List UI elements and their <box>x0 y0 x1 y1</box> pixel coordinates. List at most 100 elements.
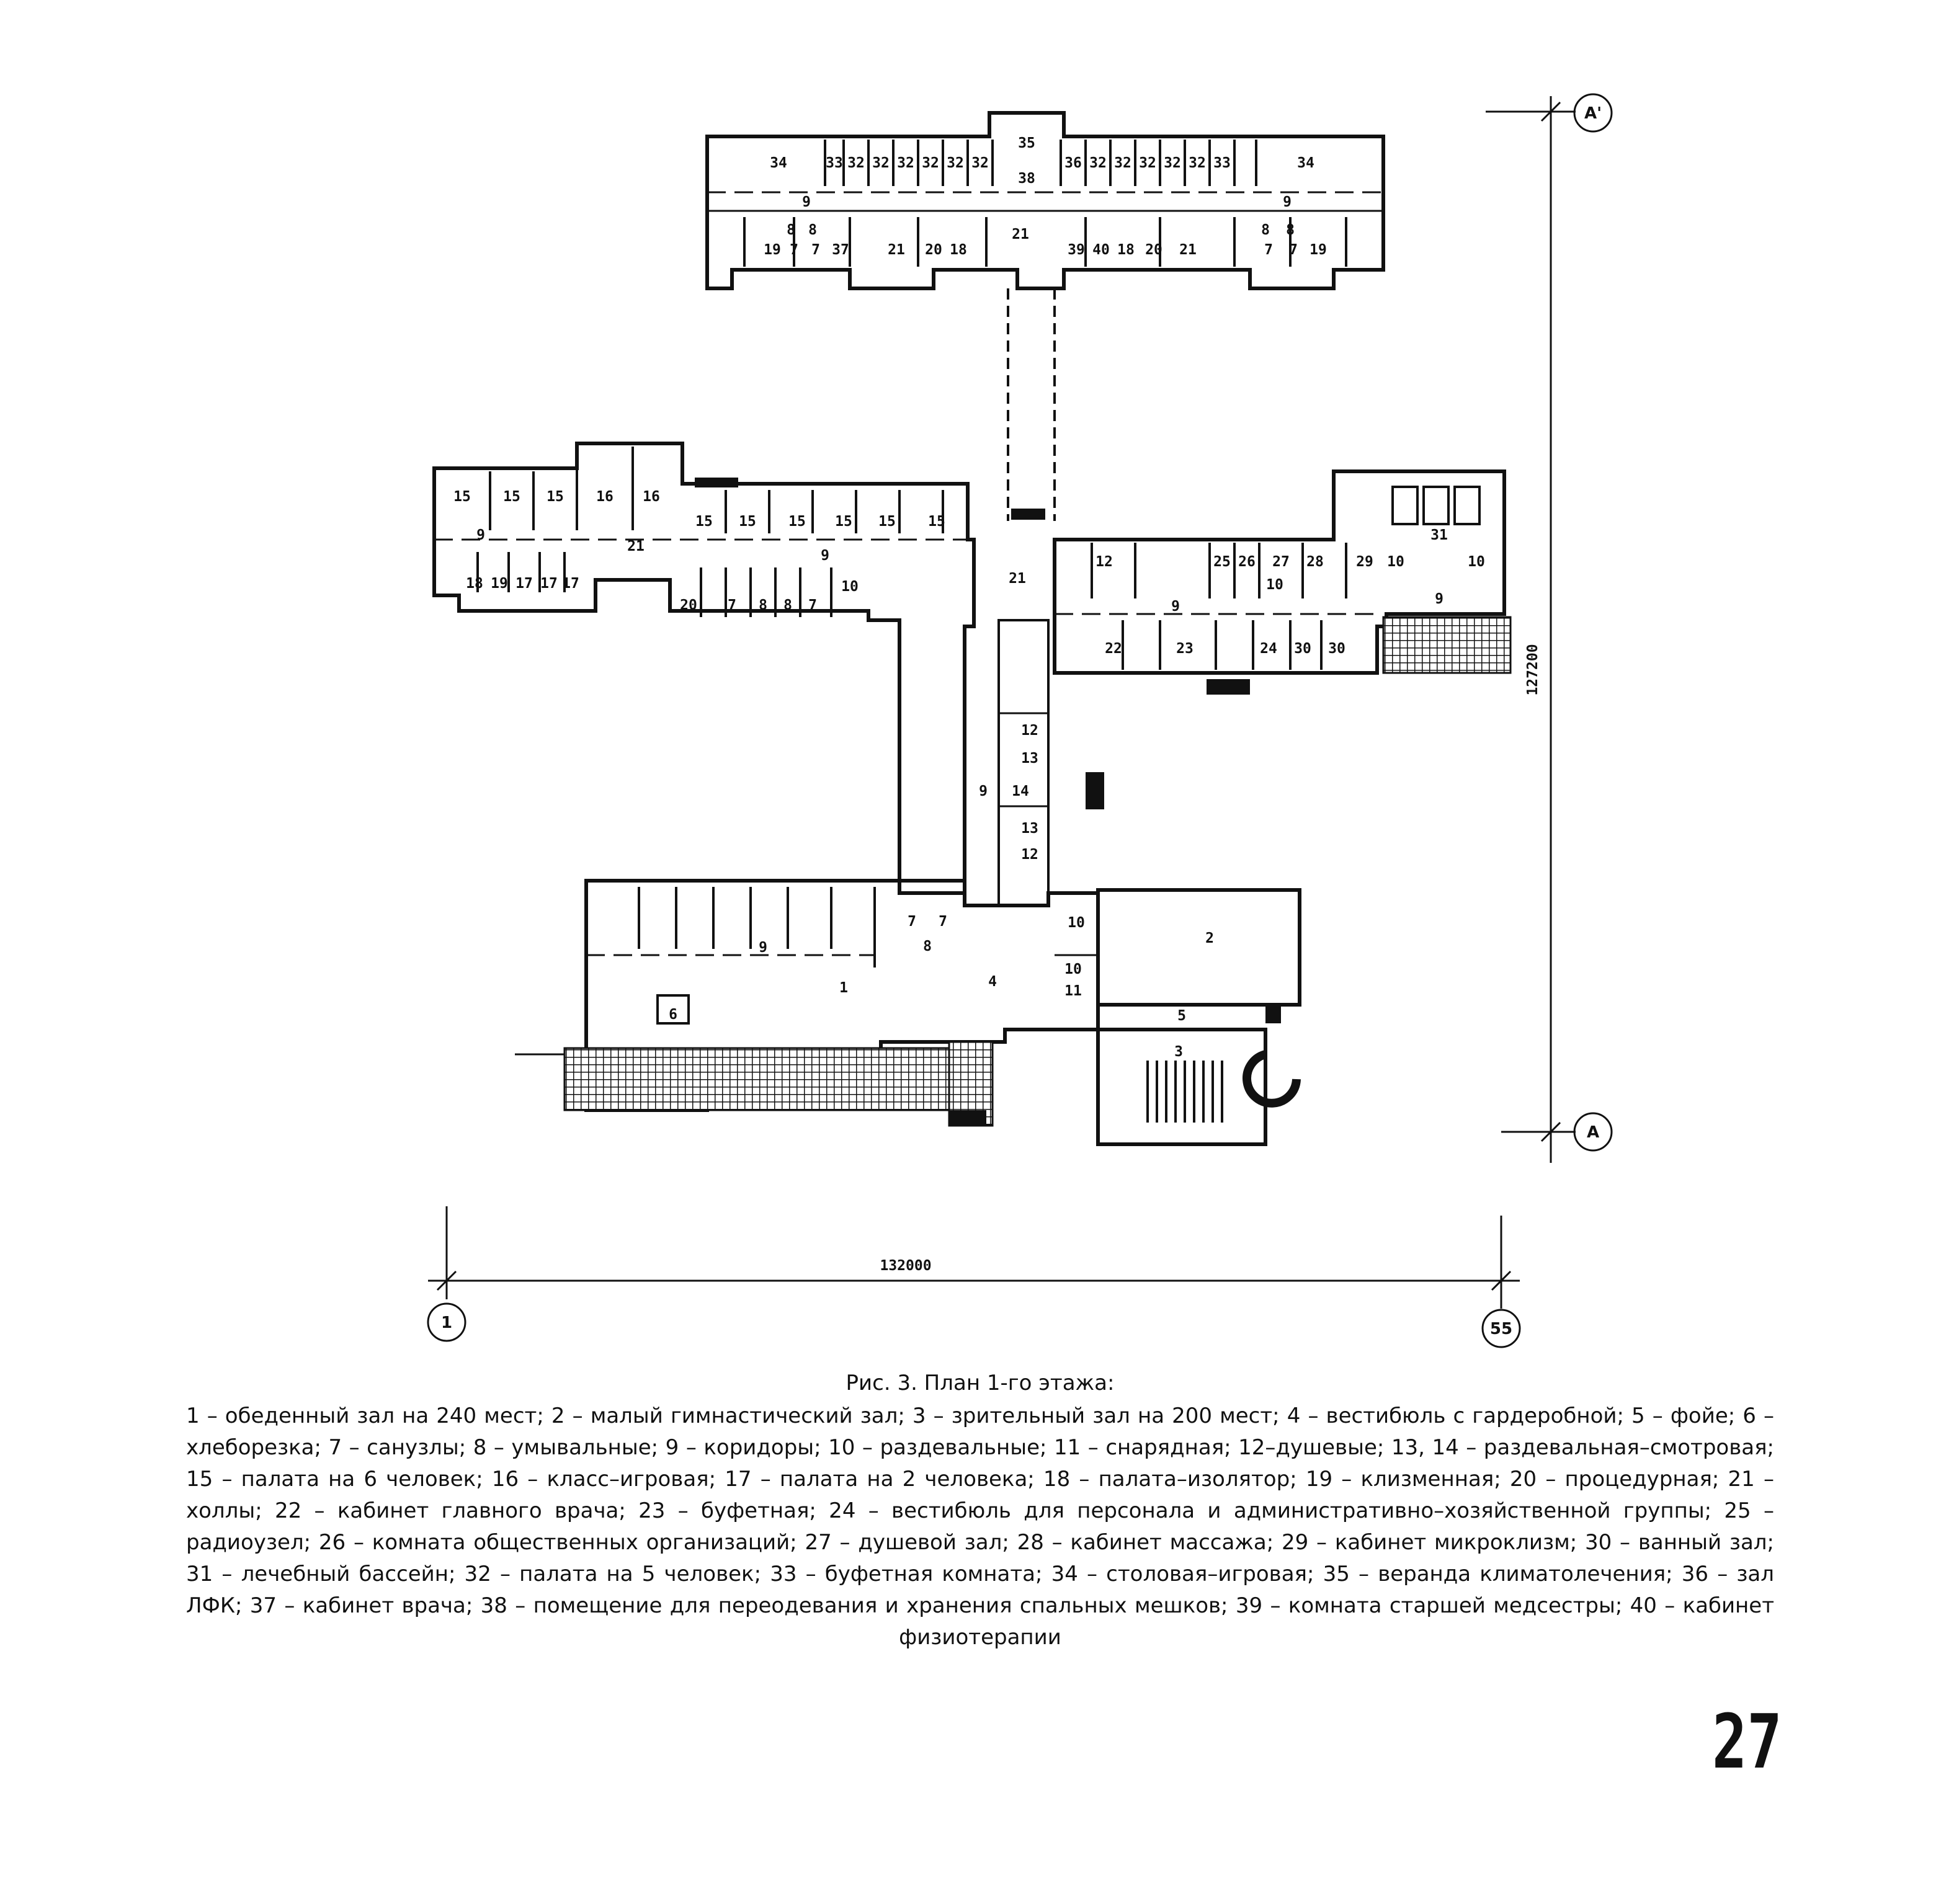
room-label: 19 <box>1310 242 1327 258</box>
room-label: 8 <box>783 597 792 613</box>
room-label: 8 <box>1286 222 1295 238</box>
room-label: 15 <box>788 514 806 530</box>
caption-legend: 1 – обеденный зал на 240 мест; 2 – малый… <box>186 1404 1774 1650</box>
figure-caption: Рис. 3. План 1-го этажа: 1 – обеденный з… <box>186 1368 1774 1653</box>
room-label: 32 <box>947 155 964 171</box>
room-label: 38 <box>1018 171 1035 187</box>
vertical-dimension-value: 127200 <box>1525 644 1541 695</box>
room-label: 40 <box>1092 242 1110 258</box>
room-label: 9 <box>476 527 485 543</box>
room-label: 21 <box>1009 571 1026 587</box>
room-label: 9 <box>821 548 829 564</box>
room-label: 7 <box>939 914 947 930</box>
room-label: 21 <box>1012 226 1029 242</box>
room-label: 17 <box>515 576 533 592</box>
room-label: 21 <box>888 242 905 258</box>
room-label: 9 <box>759 940 767 956</box>
room-label: 19 <box>491 576 508 592</box>
room-label: 9 <box>802 194 811 210</box>
axis-marker-right: 55 <box>1490 1320 1512 1338</box>
room-label: 13 <box>1021 750 1038 767</box>
room-label: 7 <box>728 597 736 613</box>
room-label: 26 <box>1238 554 1256 570</box>
room-label: 27 <box>1272 554 1290 570</box>
room-label: 2 <box>1205 930 1214 946</box>
room-label: 16 <box>643 489 660 505</box>
room-label: 29 <box>1356 554 1373 570</box>
room-label: 22 <box>1105 641 1122 657</box>
room-label: 24 <box>1260 641 1277 657</box>
room-label: 10 <box>1064 961 1082 977</box>
room-label: 20 <box>1145 242 1162 258</box>
room-label: 25 <box>1213 554 1231 570</box>
room-label: 15 <box>835 514 852 530</box>
room-label: 9 <box>1171 598 1180 615</box>
terraces <box>563 478 1512 1127</box>
room-label: 6 <box>669 1007 677 1023</box>
south-block-labels: 9 1 6 7 7 8 4 10 10 11 2 5 3 <box>669 914 1214 1060</box>
room-label: 9 <box>1283 194 1292 210</box>
caption-title: Рис. 3. План 1-го этажа: <box>846 1371 1115 1395</box>
room-label: 32 <box>971 155 989 171</box>
room-label: 31 <box>1430 527 1448 543</box>
room-label: 15 <box>739 514 756 530</box>
room-label: 11 <box>1064 983 1082 999</box>
room-label: 7 <box>1264 242 1273 258</box>
room-label: 7 <box>790 242 798 258</box>
horizontal-dimension-value: 132000 <box>880 1258 931 1274</box>
room-label: 10 <box>1387 554 1404 570</box>
room-label: 30 <box>1294 641 1311 657</box>
room-label: 21 <box>627 538 645 554</box>
room-label: 15 <box>695 514 713 530</box>
room-label: 10 <box>1068 915 1085 931</box>
room-label: 3 <box>1174 1044 1183 1060</box>
room-label: 10 <box>1468 554 1485 570</box>
room-label: 39 <box>1068 242 1085 258</box>
room-label: 12 <box>1095 554 1113 570</box>
room-label: 18 <box>466 576 483 592</box>
room-label: 8 <box>1261 222 1270 238</box>
room-label: 33 <box>1213 155 1231 171</box>
room-label: 10 <box>841 579 859 595</box>
room-label: 20 <box>680 597 697 613</box>
axis-marker-top: A' <box>1584 104 1602 123</box>
room-label: 34 <box>770 155 787 171</box>
room-label: 15 <box>547 489 564 505</box>
room-label: 7 <box>908 914 916 930</box>
room-label: 7 <box>808 597 817 613</box>
room-label: 9 <box>979 783 988 799</box>
room-label: 15 <box>503 489 520 505</box>
room-label: 4 <box>988 974 997 990</box>
room-label: 10 <box>1266 577 1283 593</box>
building-walls <box>432 111 1506 1146</box>
room-label: 8 <box>923 938 932 954</box>
room-label: 15 <box>928 514 945 530</box>
room-label: 16 <box>596 489 614 505</box>
room-label: 32 <box>872 155 890 171</box>
room-label: 33 <box>826 155 843 171</box>
room-label: 32 <box>922 155 939 171</box>
room-label: 37 <box>832 242 849 258</box>
vertical-dimension <box>1486 93 1613 1163</box>
room-label: 35 <box>1018 135 1035 151</box>
room-label: 21 <box>1179 242 1197 258</box>
room-label: 36 <box>1064 155 1082 171</box>
room-label: 30 <box>1328 641 1345 657</box>
room-label: 28 <box>1306 554 1324 570</box>
room-label: 13 <box>1021 821 1038 837</box>
floor-plan: 34 33 32 32 32 32 32 32 35 36 32 32 32 3… <box>427 93 1613 1348</box>
room-label: 18 <box>1117 242 1135 258</box>
room-label: 32 <box>897 155 914 171</box>
room-label: 1 <box>839 980 848 996</box>
room-label: 15 <box>878 514 896 530</box>
room-label: 32 <box>1114 155 1131 171</box>
room-label: 8 <box>759 597 767 613</box>
room-label: 17 <box>540 576 558 592</box>
room-label: 32 <box>847 155 865 171</box>
page-number: 27 <box>1712 1699 1782 1786</box>
north-block-labels: 34 33 32 32 32 32 32 32 35 36 32 32 32 3… <box>764 135 1327 258</box>
room-label: 20 <box>925 242 942 258</box>
room-label: 7 <box>1289 242 1298 258</box>
room-label: 18 <box>950 242 967 258</box>
room-label: 14 <box>1012 783 1029 799</box>
